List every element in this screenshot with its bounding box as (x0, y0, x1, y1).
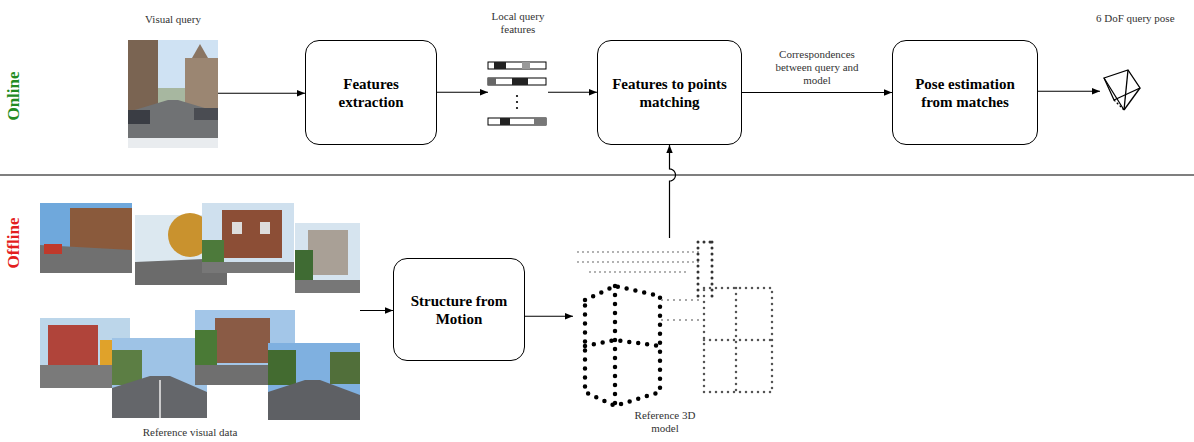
query-image: Visual query (128, 40, 218, 148)
reference-photo (195, 330, 217, 370)
descriptor-icon: Local query features (488, 58, 548, 126)
query-photo (128, 138, 218, 148)
descriptor-icon (494, 62, 506, 69)
reference-photo (268, 380, 360, 420)
box-label: Pose estimation from matches (901, 75, 1029, 111)
reference-photo (159, 380, 161, 418)
reference-photo (295, 280, 360, 293)
flow-arrow (525, 316, 573, 317)
reference-photo (202, 262, 294, 273)
reference-photo (40, 203, 132, 273)
cloud-dots (585, 286, 660, 406)
query-photo (128, 40, 218, 148)
cloud-dots (704, 288, 772, 392)
query-photo (128, 40, 218, 148)
query-photo (192, 44, 208, 58)
descriptor-icon (512, 78, 528, 85)
reference-photo (215, 318, 270, 363)
process-box: Structure from Motion (393, 258, 525, 361)
camera-frustum (1114, 100, 1124, 110)
descriptor-icon (488, 118, 546, 125)
flow-arrow (437, 92, 488, 93)
image-caption: Local query features (478, 10, 558, 36)
reference-photo (330, 352, 360, 384)
flow-arrow (742, 92, 892, 93)
reference-photo (70, 208, 132, 253)
box-label: Features extraction (314, 75, 428, 111)
reference-photo (112, 338, 207, 418)
reference-photo (308, 230, 348, 275)
flow-arrow (548, 92, 597, 93)
separator-line (0, 174, 1194, 175)
reference-photo (48, 325, 98, 365)
cloud-dots (698, 242, 712, 300)
section-label: Online (4, 71, 24, 120)
flow-arrow (670, 145, 676, 238)
image-caption: Visual query (108, 13, 238, 26)
reference-photo (40, 203, 132, 273)
process-box: Features to points matching (597, 40, 742, 145)
reference-photo (295, 223, 360, 293)
process-box: Features extraction (305, 40, 437, 145)
camera-frustum (1104, 70, 1140, 110)
query-photo (128, 110, 150, 124)
reference-photo (112, 338, 207, 418)
reference-photo (268, 350, 296, 385)
descriptor-icon (500, 118, 510, 125)
descriptor-icon (516, 107, 518, 109)
reference-photo (202, 203, 294, 273)
descriptor-icon (488, 78, 546, 85)
reference-photo (112, 376, 207, 418)
cloud-dots (662, 300, 700, 320)
camera-frustum (1104, 78, 1124, 110)
reference-photo (222, 210, 282, 258)
reference-photo (260, 222, 270, 234)
reference-images: Reference visual data (40, 203, 360, 420)
box-label: Features to points matching (606, 75, 733, 111)
flow-arrow (218, 93, 305, 94)
reference-photo (295, 223, 360, 293)
point-cloud (578, 242, 772, 406)
query-photo (128, 100, 218, 148)
image-caption: Reference 3D model (625, 409, 705, 435)
descriptor-icon (488, 78, 496, 85)
reference-photo (232, 222, 242, 234)
box-label: Structure from Motion (402, 292, 516, 328)
reference-photo (202, 203, 294, 273)
camera-frustum (1124, 70, 1128, 110)
camera-frustum (1124, 88, 1140, 110)
flow-arrow (1038, 91, 1100, 92)
descriptor-icon (488, 62, 546, 125)
process-box: Pose estimation from matches (892, 40, 1038, 145)
reference-photo (268, 343, 360, 420)
flow-arrow (360, 310, 393, 311)
descriptor-icon (522, 62, 530, 69)
reference-photo (40, 245, 132, 273)
image-caption: Reference visual data (40, 426, 340, 439)
descriptor-icon (516, 101, 518, 103)
query-photo (128, 40, 158, 115)
image-caption: 6 DoF query pose (1096, 12, 1194, 25)
descriptor-icon (488, 62, 546, 69)
point-cloud: Reference 3D model (573, 238, 778, 408)
section-label: Offline (4, 218, 24, 269)
reference-photo (268, 343, 360, 420)
cloud-dots (578, 252, 700, 272)
reference-photo (44, 244, 62, 254)
edge-label: Correspondences between query and model (767, 48, 867, 87)
query-photo (194, 108, 218, 120)
descriptor-icon (516, 95, 518, 97)
reference-photos (40, 203, 360, 420)
pose-icon: 6 DoF query pose (1100, 68, 1142, 112)
reference-photo (112, 350, 142, 385)
descriptor-icon (534, 118, 546, 125)
